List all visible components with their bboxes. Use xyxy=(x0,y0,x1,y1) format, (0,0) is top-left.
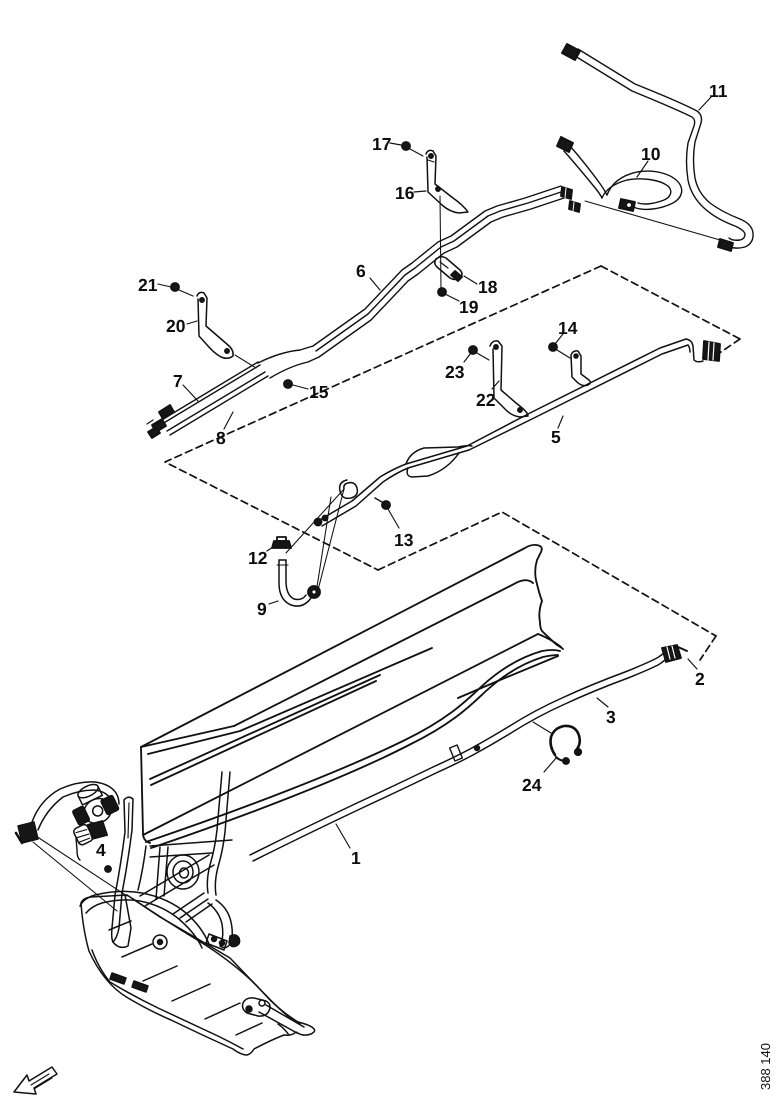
svg-text:1: 1 xyxy=(351,848,361,868)
svg-text:2: 2 xyxy=(695,669,705,689)
svg-text:23: 23 xyxy=(445,362,465,382)
svg-text:14: 14 xyxy=(558,318,578,338)
svg-text:21: 21 xyxy=(138,275,158,295)
svg-text:10: 10 xyxy=(641,144,661,164)
svg-text:18: 18 xyxy=(478,277,498,297)
svg-text:24: 24 xyxy=(522,775,542,795)
svg-text:7: 7 xyxy=(173,371,183,391)
svg-text:12: 12 xyxy=(248,548,268,568)
svg-text:3: 3 xyxy=(606,707,616,727)
svg-text:16: 16 xyxy=(395,183,415,203)
svg-text:8: 8 xyxy=(216,428,226,448)
svg-text:15: 15 xyxy=(309,382,329,402)
svg-text:13: 13 xyxy=(394,530,414,550)
svg-text:6: 6 xyxy=(356,261,366,281)
svg-text:5: 5 xyxy=(551,427,561,447)
svg-text:11: 11 xyxy=(709,81,728,101)
svg-text:19: 19 xyxy=(459,297,479,317)
svg-text:17: 17 xyxy=(372,134,391,154)
svg-text:4: 4 xyxy=(96,840,106,860)
svg-text:9: 9 xyxy=(257,599,267,619)
svg-text:20: 20 xyxy=(166,316,186,336)
svg-text:388 140: 388 140 xyxy=(758,1043,773,1090)
svg-text:22: 22 xyxy=(476,390,496,410)
